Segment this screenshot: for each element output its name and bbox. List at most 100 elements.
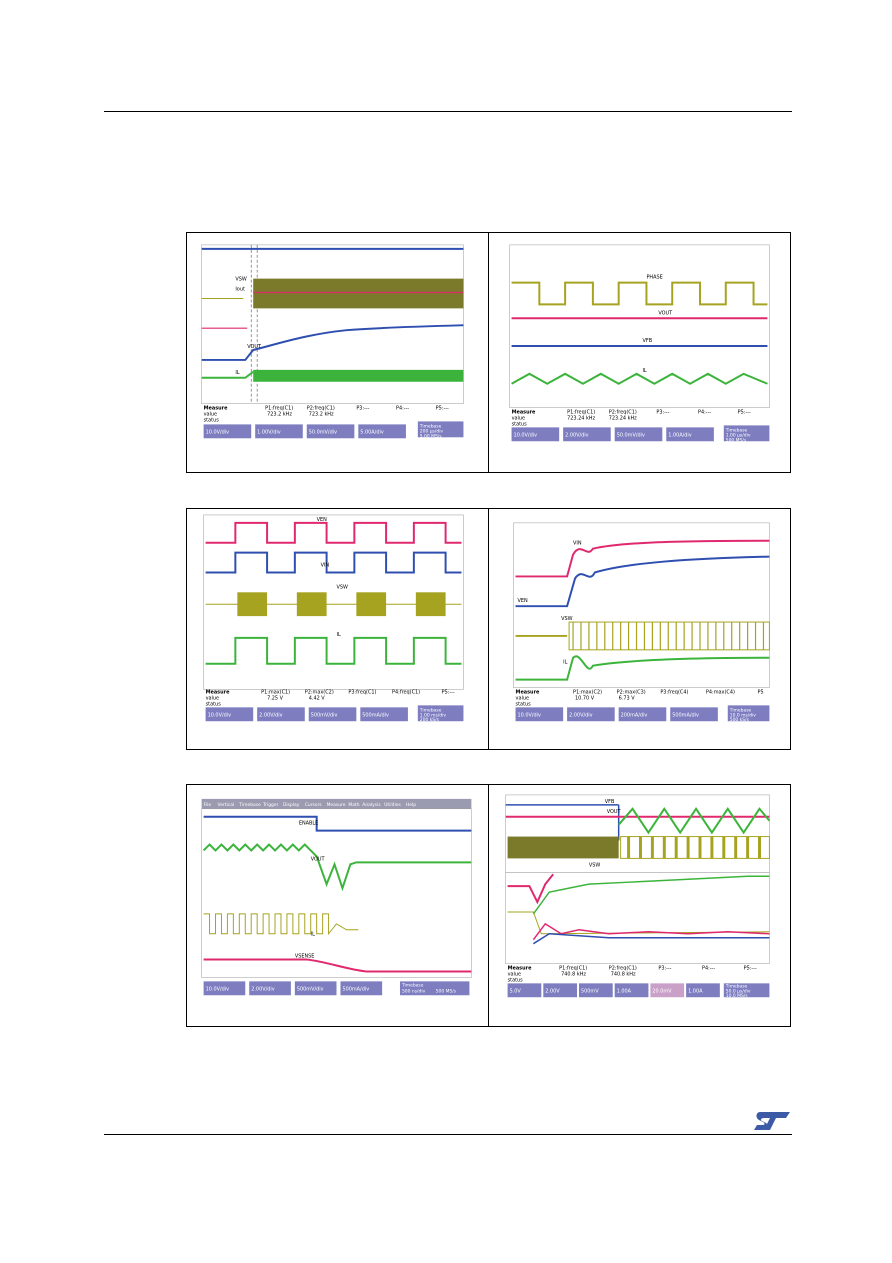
param-value: 7.25 V bbox=[267, 695, 284, 701]
trace-label: IL bbox=[563, 660, 567, 666]
value-label: value bbox=[204, 411, 218, 417]
param-head: P3:--- bbox=[658, 965, 671, 971]
channel-box: 200mA/div bbox=[621, 712, 648, 718]
trace-label: VFB bbox=[642, 338, 652, 344]
menu-item[interactable]: Utilities bbox=[384, 802, 401, 808]
scope-capture-r3-left: File Vertical Timebase Trigger Display C… bbox=[187, 785, 488, 1026]
scope-capture-r2-left: VEN VIN VSW IL Measure value status P1:m… bbox=[187, 509, 488, 749]
timebase-rate: 5.00 MS/s bbox=[420, 433, 442, 439]
menu-item[interactable]: Math bbox=[348, 802, 359, 808]
figure-row-1: VSW Iout VOUT IL Measure value status P1… bbox=[186, 232, 791, 473]
trace-label: VOUT bbox=[311, 856, 326, 862]
channel-box: 10.0V/div bbox=[514, 432, 538, 438]
status-label: status bbox=[512, 421, 528, 427]
timebase-rate: 200 kS/s bbox=[420, 717, 440, 723]
param-value: 740.8 kHz bbox=[561, 971, 586, 977]
channel-box: 500mV/div bbox=[311, 712, 338, 718]
channel-box: 50.0mV/div bbox=[617, 432, 645, 438]
scope-capture-r3-right: VFB VOUT VSW Measure value status P1:fre… bbox=[488, 785, 790, 1026]
footer-rule bbox=[104, 1134, 792, 1135]
timebase-label: Timebase bbox=[725, 427, 748, 433]
figure-row-2: VEN VIN VSW IL Measure value status P1:m… bbox=[186, 508, 791, 750]
menu-item[interactable]: Display bbox=[283, 802, 300, 808]
param-value: 723.2 kHz bbox=[309, 411, 334, 417]
scope-capture-r1-left: VSW Iout VOUT IL Measure value status P1… bbox=[187, 233, 488, 472]
trace-label: VEN bbox=[518, 598, 528, 604]
timebase-value: 500 ns/div bbox=[402, 988, 426, 994]
trace-label: VEN bbox=[317, 517, 327, 523]
menu-item[interactable]: Analysis bbox=[362, 802, 381, 808]
channel-box: 20.0mV bbox=[652, 988, 672, 994]
menu-item[interactable]: File bbox=[204, 802, 212, 808]
channel-box: 500mV/div bbox=[297, 986, 324, 992]
trace-label: VSW bbox=[337, 584, 349, 590]
st-logo-text: ST bbox=[752, 1110, 754, 1111]
trace-label: PHASE bbox=[646, 275, 662, 281]
menu-item[interactable]: Vertical bbox=[217, 802, 234, 808]
st-logo-icon: ST bbox=[752, 1110, 790, 1130]
channel-box: 10.0V/div bbox=[518, 712, 542, 718]
menu-item[interactable]: Timebase bbox=[238, 802, 261, 808]
param-head: P4:--- bbox=[698, 409, 711, 415]
timebase-label: Timebase bbox=[401, 982, 424, 988]
value-label: value bbox=[512, 415, 526, 421]
trace-label: IL bbox=[235, 370, 239, 376]
timebase-rate: 500 kS/s bbox=[730, 717, 750, 723]
channel-box: 50.0mV/div bbox=[309, 429, 337, 435]
timebase-value: 1.00 ms/div bbox=[420, 712, 447, 718]
status-label: status bbox=[508, 977, 524, 983]
param-head: P5 bbox=[758, 689, 764, 695]
channel-box: 1.00A bbox=[617, 988, 632, 994]
timebase-value: 200 µs/div bbox=[420, 428, 444, 434]
timebase-value: 50.0 µs/div bbox=[726, 988, 751, 994]
trace-label: VOUT bbox=[247, 344, 262, 350]
status-label: status bbox=[204, 417, 220, 423]
channel-box: 2.00V bbox=[545, 988, 560, 994]
scope-capture-r2-right: VIN VSW IL VEN Measure value status P1:m… bbox=[488, 509, 790, 749]
timebase-label: Timebase bbox=[725, 983, 748, 989]
status-label: status bbox=[516, 701, 532, 707]
trace-label: ENABLE bbox=[299, 821, 318, 827]
trace-label: IL bbox=[642, 368, 646, 374]
trace-label: IL bbox=[337, 632, 341, 638]
param-head: P4:freq(C1) bbox=[392, 689, 420, 695]
menu-item[interactable]: Help bbox=[406, 802, 416, 808]
channel-box: 500mA/div bbox=[362, 712, 389, 718]
param-head: P2:max(C2) bbox=[305, 689, 334, 695]
status-label: status bbox=[206, 701, 222, 707]
menu-item[interactable]: Cursors bbox=[305, 802, 323, 808]
trace-label: VSW bbox=[561, 616, 573, 622]
param-head: P5:--- bbox=[436, 406, 449, 412]
menu-item[interactable]: Trigger bbox=[262, 802, 279, 808]
measure-label: Measure bbox=[206, 689, 230, 695]
header-rule bbox=[104, 111, 792, 112]
param-head: P1:freq(C1) bbox=[559, 965, 587, 971]
channel-box: 10.0V/div bbox=[206, 986, 230, 992]
channel-box: 2.00V/div bbox=[565, 432, 589, 438]
channel-box: 5.0V bbox=[510, 988, 522, 994]
channel-box: 1.00V/div bbox=[257, 429, 281, 435]
channel-box: 1.00A/div bbox=[668, 432, 692, 438]
figure-row-3: File Vertical Timebase Trigger Display C… bbox=[186, 784, 791, 1027]
trace-label: VIN bbox=[321, 563, 330, 569]
trace-label: Iout bbox=[235, 287, 245, 293]
channel-box: 500mV bbox=[581, 988, 599, 994]
param-head: P2:freq(C1) bbox=[609, 965, 637, 971]
trace-label: VSW bbox=[589, 862, 601, 868]
param-head: P2:freq(C1) bbox=[307, 406, 335, 412]
timebase-rate: 500 MS/s bbox=[726, 437, 747, 443]
param-head: P2:freq(C1) bbox=[609, 409, 637, 415]
menu-item[interactable]: Measure bbox=[327, 802, 346, 808]
param-head: P4:--- bbox=[702, 965, 715, 971]
measure-label: Measure bbox=[512, 409, 536, 415]
channel-box: 500mA/div bbox=[672, 712, 699, 718]
timebase-label: Timebase bbox=[419, 707, 442, 713]
value-label: value bbox=[206, 695, 220, 701]
scope-capture-r1-right: PHASE VOUT VFB IL Measure value status P… bbox=[488, 233, 790, 472]
timebase-label: Timebase bbox=[729, 707, 752, 713]
param-head: P2:max(C3) bbox=[617, 689, 646, 695]
param-head: P1:max(C1) bbox=[261, 689, 290, 695]
param-head: P4:max(C4) bbox=[706, 689, 735, 695]
channel-box: 10.0V/div bbox=[208, 712, 232, 718]
value-label: value bbox=[508, 971, 522, 977]
